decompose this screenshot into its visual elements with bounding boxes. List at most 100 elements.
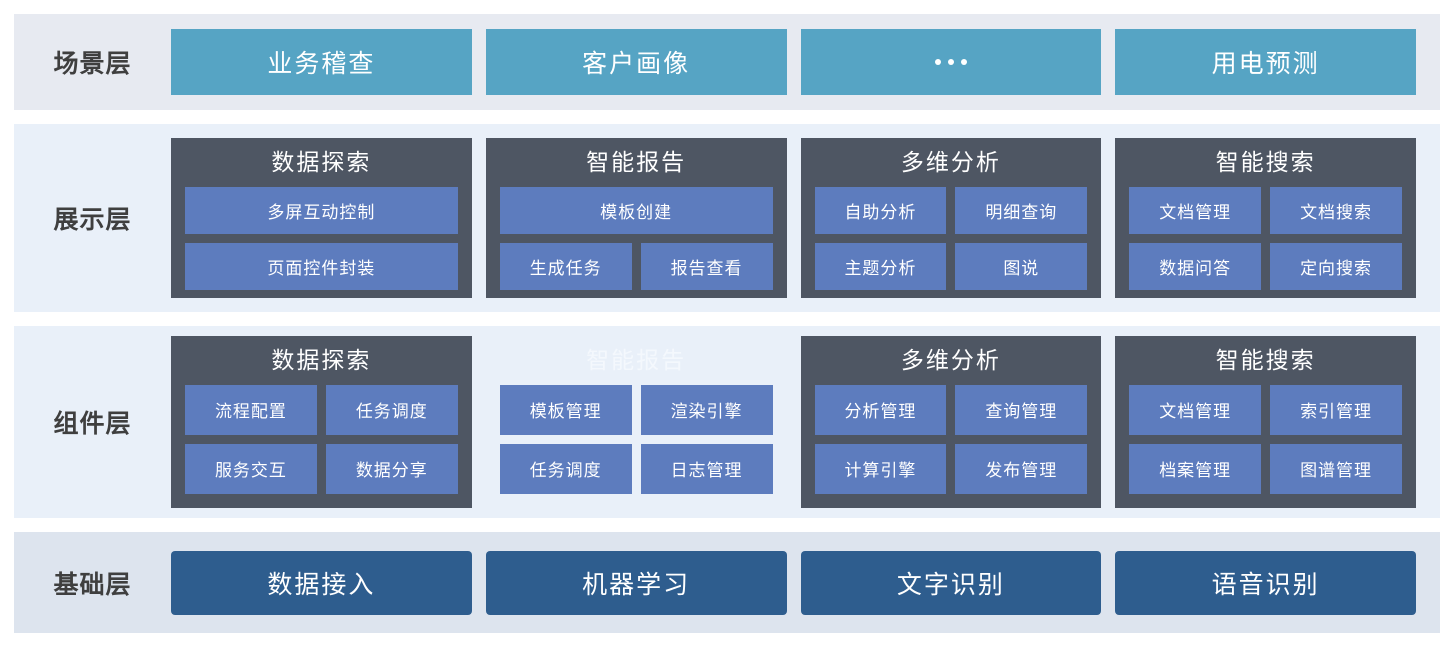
chip-row: 模板管理渲染引擎 [499, 384, 773, 435]
chip-row: 自助分析明细查询 [814, 186, 1088, 234]
tile-base-2[interactable]: 文字识别 [800, 550, 1102, 615]
chip-row: 任务调度日志管理 [499, 443, 773, 494]
chip-presentation-0-1-0[interactable]: 页面控件封装 [185, 242, 458, 290]
chip-row: 文档管理文档搜索 [1129, 186, 1402, 234]
layer-label-scene: 场景层 [53, 50, 132, 78]
chip-component-3-1-1[interactable]: 图谱管理 [1270, 443, 1402, 494]
chip-row: 页面控件封装 [185, 242, 458, 290]
chip-rows: 文档管理索引管理档案管理图谱管理 [1129, 384, 1402, 494]
chip-component-3-1-0[interactable]: 档案管理 [1129, 443, 1262, 494]
layer-band-scene: 场景层 业务稽查 客户画像 用电预测 [14, 14, 1440, 110]
ellipsis-icon [934, 59, 967, 65]
chip-rows: 模板管理渲染引擎任务调度日志管理 [499, 384, 773, 494]
module-card-component-0[interactable]: 数据探索流程配置任务调度服务交互数据分享 [171, 336, 472, 508]
chip-presentation-1-1-0[interactable]: 生成任务 [499, 242, 632, 290]
layer-body-base: 数据接入 机器学习 文字识别 语音识别 [171, 532, 1440, 633]
chip-component-0-1-1[interactable]: 数据分享 [325, 443, 458, 494]
chip-component-0-0-0[interactable]: 流程配置 [185, 384, 317, 435]
layer-body-scene: 业务稽查 客户画像 用电预测 [171, 14, 1440, 110]
tile-scene-2[interactable] [800, 29, 1102, 95]
tile-base-1[interactable]: 机器学习 [485, 550, 787, 615]
ellipsis-dot [934, 59, 941, 65]
chip-presentation-2-1-1[interactable]: 图说 [955, 242, 1088, 290]
module-card-component-1[interactable]: 智能报告模板管理渲染引擎任务调度日志管理 [486, 336, 787, 508]
chip-row: 文档管理索引管理 [1129, 384, 1402, 435]
tile-scene-3[interactable]: 用电预测 [1115, 29, 1416, 95]
chip-rows: 分析管理查询管理计算引擎发布管理 [814, 384, 1088, 494]
chip-presentation-2-0-0[interactable]: 自助分析 [814, 186, 947, 234]
chip-component-2-1-0[interactable]: 计算引擎 [814, 443, 947, 494]
module-card-title: 智能报告 [586, 347, 687, 373]
chip-component-0-0-1[interactable]: 任务调度 [325, 384, 458, 435]
layer-band-base: 基础层 数据接入 机器学习 文字识别 语音识别 [14, 532, 1440, 633]
chip-component-1-0-0[interactable]: 模板管理 [499, 384, 632, 435]
module-card-presentation-0[interactable]: 数据探索多屏互动控制页面控件封装 [171, 138, 472, 298]
chip-row: 流程配置任务调度 [185, 384, 458, 435]
tile-scene-1[interactable]: 客户画像 [485, 29, 787, 95]
chip-row: 分析管理查询管理 [814, 384, 1088, 435]
tile-scene-0[interactable]: 业务稽查 [171, 29, 472, 95]
tile-label: 数据接入 [267, 570, 376, 599]
tile-label: 客户画像 [582, 50, 691, 78]
chip-row: 生成任务报告查看 [499, 242, 773, 290]
module-card-component-3[interactable]: 智能搜索文档管理索引管理档案管理图谱管理 [1115, 336, 1416, 508]
tile-base-3[interactable]: 语音识别 [1115, 550, 1416, 615]
chip-presentation-1-0-0[interactable]: 模板创建 [499, 186, 773, 234]
module-card-title: 多维分析 [900, 149, 1001, 175]
chip-component-2-0-0[interactable]: 分析管理 [814, 384, 947, 435]
module-card-presentation-3[interactable]: 智能搜索文档管理文档搜索数据问答定向搜索 [1115, 138, 1416, 298]
module-card-component-2[interactable]: 多维分析分析管理查询管理计算引擎发布管理 [800, 336, 1102, 508]
chip-component-1-1-1[interactable]: 日志管理 [640, 443, 773, 494]
chip-row: 主题分析图说 [814, 242, 1088, 290]
chip-rows: 多屏互动控制页面控件封装 [185, 186, 458, 290]
chip-component-1-1-0[interactable]: 任务调度 [499, 443, 632, 494]
chip-row: 档案管理图谱管理 [1129, 443, 1402, 494]
chip-rows: 自助分析明细查询主题分析图说 [814, 186, 1088, 290]
tile-label: 业务稽查 [267, 50, 376, 78]
chip-presentation-3-1-0[interactable]: 数据问答 [1129, 242, 1262, 290]
chip-row: 计算引擎发布管理 [814, 443, 1088, 494]
chip-presentation-3-0-1[interactable]: 文档搜索 [1270, 186, 1402, 234]
chip-row: 模板创建 [499, 186, 773, 234]
tile-label: 用电预测 [1211, 50, 1320, 78]
module-card-title: 多维分析 [900, 347, 1001, 373]
chip-component-3-0-1[interactable]: 索引管理 [1270, 384, 1402, 435]
module-card-title: 智能搜索 [1215, 149, 1316, 175]
ellipsis-dot [947, 59, 954, 65]
layer-label-component: 组件层 [53, 410, 132, 438]
chip-rows: 文档管理文档搜索数据问答定向搜索 [1129, 186, 1402, 290]
chip-component-2-1-1[interactable]: 发布管理 [955, 443, 1088, 494]
chip-component-2-0-1[interactable]: 查询管理 [955, 384, 1088, 435]
chip-presentation-1-1-1[interactable]: 报告查看 [640, 242, 773, 290]
ellipsis-dot [960, 59, 967, 65]
layer-body-presentation: 数据探索多屏互动控制页面控件封装智能报告模板创建生成任务报告查看多维分析自助分析… [171, 124, 1440, 312]
chip-component-3-0-0[interactable]: 文档管理 [1129, 384, 1262, 435]
chip-presentation-3-1-1[interactable]: 定向搜索 [1270, 242, 1402, 290]
chip-presentation-2-0-1[interactable]: 明细查询 [955, 186, 1088, 234]
layer-band-component: 组件层数据探索流程配置任务调度服务交互数据分享智能报告模板管理渲染引擎任务调度日… [14, 326, 1440, 518]
chip-presentation-2-1-0[interactable]: 主题分析 [814, 242, 947, 290]
layer-label-presentation: 展示层 [53, 206, 132, 234]
chip-presentation-0-0-0[interactable]: 多屏互动控制 [185, 186, 458, 234]
chip-row: 数据问答定向搜索 [1129, 242, 1402, 290]
tile-label: 机器学习 [582, 570, 691, 599]
chip-row: 服务交互数据分享 [185, 443, 458, 494]
module-card-presentation-1[interactable]: 智能报告模板创建生成任务报告查看 [485, 138, 787, 298]
chip-rows: 流程配置任务调度服务交互数据分享 [185, 384, 458, 494]
tile-label: 语音识别 [1211, 570, 1320, 599]
module-card-presentation-2[interactable]: 多维分析自助分析明细查询主题分析图说 [800, 138, 1102, 298]
chip-component-1-0-1[interactable]: 渲染引擎 [640, 384, 773, 435]
module-card-title: 智能搜索 [1215, 347, 1316, 373]
module-card-title: 数据探索 [271, 347, 372, 373]
chip-presentation-3-0-0[interactable]: 文档管理 [1129, 186, 1262, 234]
tile-label: 文字识别 [896, 570, 1005, 599]
chip-row: 多屏互动控制 [185, 186, 458, 234]
tile-base-0[interactable]: 数据接入 [171, 550, 472, 615]
layer-body-component: 数据探索流程配置任务调度服务交互数据分享智能报告模板管理渲染引擎任务调度日志管理… [171, 326, 1440, 518]
chip-rows: 模板创建生成任务报告查看 [499, 186, 773, 290]
layer-band-presentation: 展示层数据探索多屏互动控制页面控件封装智能报告模板创建生成任务报告查看多维分析自… [14, 124, 1440, 312]
module-card-title: 智能报告 [586, 149, 687, 175]
chip-component-0-1-0[interactable]: 服务交互 [185, 443, 317, 494]
layer-label-base: 基础层 [53, 570, 132, 599]
